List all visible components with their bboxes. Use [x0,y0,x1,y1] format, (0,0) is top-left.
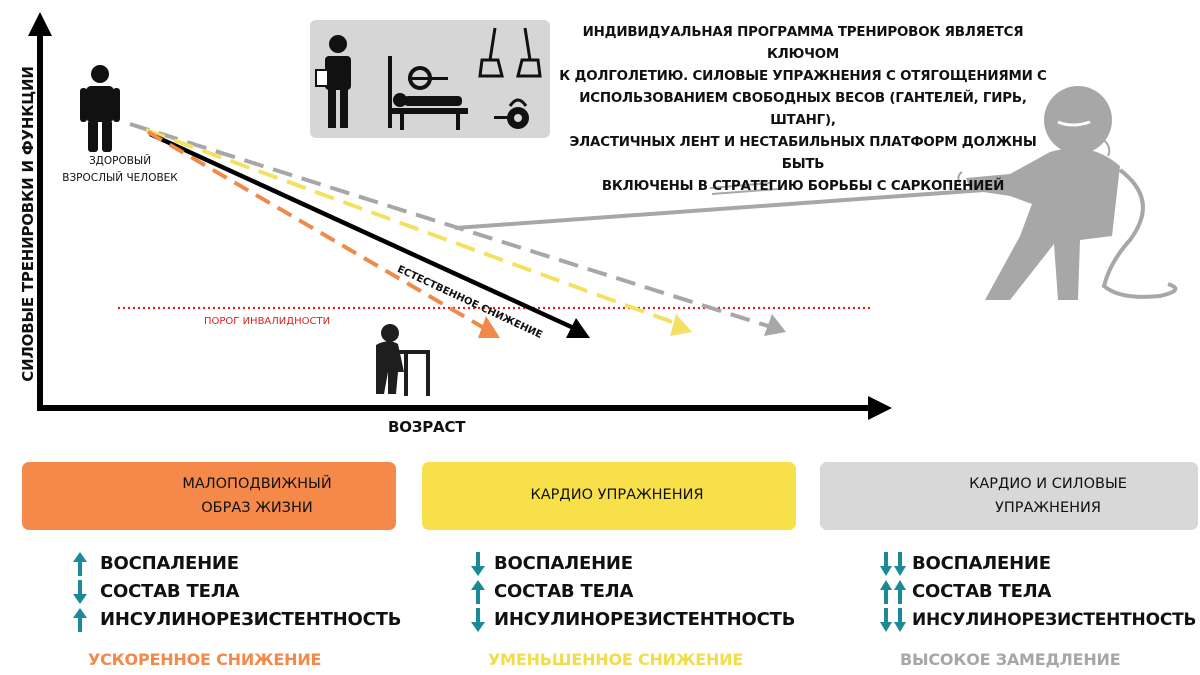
sedentary-box: МАЛОПОДВИЖНЫЙ ОБРАЗ ЖИЗНИ [22,462,396,530]
x-axis-label: ВОЗРАСТ [388,418,466,436]
key-message-line3: ИСПОЛЬЗОВАНИЕМ СВОБОДНЫХ ВЕСОВ (ГАНТЕЛЕЙ… [579,91,1027,128]
x-axis-arrowhead [868,396,892,420]
elderly-walker-icon [376,324,430,396]
cardio-effect-insulin-resistance: ИНСУЛИНОРЕЗИСТЕНТНОСТЬ [494,609,796,630]
equipment-box [310,20,550,138]
sedentary-effect-insulin-resistance: ИНСУЛИНОРЕЗИСТЕНТНОСТЬ [100,609,402,630]
cardio-effect-inflammation: ВОСПАЛЕНИЕ [494,553,633,574]
bench-press-icon [388,56,468,130]
cardio-title-line1: КАРДИО УПРАЖНЕНИЯ [530,487,704,503]
key-message-line5: ВКЛЮЧЕНЫ В СТРАТЕГИЮ БОРЬБЫ С САРКОПЕНИЕ… [601,179,1005,194]
combined-title-line1: КАРДИО И СИЛОВЫЕ [969,476,1127,492]
rope-puller-icon [454,86,1178,300]
natural-decline-line [149,131,579,333]
double-arrow-down-icon [880,552,906,576]
arrow-up-icon [471,580,485,604]
cardio-box-title: КАРДИО УПРАЖНЕНИЯ [512,483,722,507]
sedentary-box-title: МАЛОПОДВИЖНЫЙ ОБРАЗ ЖИЗНИ [132,472,382,520]
trx-straps-icon [478,27,542,78]
kettlebell-icon [494,98,529,129]
combined-box: КАРДИО И СИЛОВЫЕ УПРАЖНЕНИЯ [820,462,1198,530]
y-axis-label: СИЛОВЫЕ ТРЕНИРОВКИ И ФУНКЦИИ [19,66,37,382]
combined-effect-insulin-resistance: ИНСУЛИНОРЕЗИСТЕНТНОСТЬ [912,610,1197,630]
healthy-adult-icon [80,65,120,152]
cardio-box: КАРДИО УПРАЖНЕНИЯ [422,462,796,530]
combined-decline-line [129,122,769,328]
sedentary-decline-line [146,130,486,330]
combined-box-title: КАРДИО И СИЛОВЫЕ УПРАЖНЕНИЯ [930,472,1166,520]
healthy-adult-label-line2: ВЗРОСЛЫЙ ЧЕЛОВЕК [62,172,178,184]
healthy-adult-label: ЗДОРОВЫЙ ВЗРОСЛЫЙ ЧЕЛОВЕК [60,153,180,187]
key-message: ИНДИВИДУАЛЬНАЯ ПРОГРАММА ТРЕНИРОВОК ЯВЛЯ… [548,22,1058,198]
combined-effect-inflammation: ВОСПАЛЕНИЕ [912,553,1051,574]
double-arrow-up-icon [880,580,906,604]
double-arrow-down-icon [880,608,906,632]
trainer-icon [315,35,351,128]
sedentary-title-line2: ОБРАЗ ЖИЗНИ [201,500,313,516]
key-message-line2: К ДОЛГОЛЕТИЮ. СИЛОВЫЕ УПРАЖНЕНИЯ С ОТЯГО… [559,69,1047,84]
arrow-down-icon [73,580,87,604]
cardio-arrowhead [670,314,692,336]
combined-outcome: ВЫСОКОЕ ЗАМЕДЛЕНИЕ [900,650,1121,669]
sedentary-title-line1: МАЛОПОДВИЖНЫЙ [182,476,332,492]
arrow-up-icon [73,608,87,632]
natural-arrowhead [566,318,590,338]
arrow-up-icon [73,552,87,576]
sedentary-effect-body-composition: СОСТАВ ТЕЛА [100,581,240,602]
cardio-effect-body-composition: СОСТАВ ТЕЛА [494,581,634,602]
arrow-down-icon [471,608,485,632]
sedentary-effect-inflammation: ВОСПАЛЕНИЕ [100,553,239,574]
arrow-down-icon [471,552,485,576]
sedentary-arrowhead [478,316,500,338]
key-message-line1: ИНДИВИДУАЛЬНАЯ ПРОГРАММА ТРЕНИРОВОК ЯВЛЯ… [582,25,1024,62]
cardio-outcome: УМЕНЬШЕННОЕ СНИЖЕНИЕ [488,650,744,669]
combined-effect-body-composition: СОСТАВ ТЕЛА [912,581,1052,602]
healthy-adult-label-line1: ЗДОРОВЫЙ [88,155,152,167]
combined-arrowhead [764,314,786,336]
sedentary-outcome: УСКОРЕННОЕ СНИЖЕНИЕ [88,650,322,669]
key-message-line4: ЭЛАСТИЧНЫХ ЛЕНТ И НЕСТАБИЛЬНЫХ ПЛАТФОРМ … [569,135,1037,172]
cardio-decline-line [145,128,673,324]
combined-title-line2: УПРАЖНЕНИЯ [995,500,1101,516]
y-axis-arrowhead [28,12,52,36]
disability-threshold-label: ПОРОГ ИНВАЛИДНОСТИ [204,316,331,327]
